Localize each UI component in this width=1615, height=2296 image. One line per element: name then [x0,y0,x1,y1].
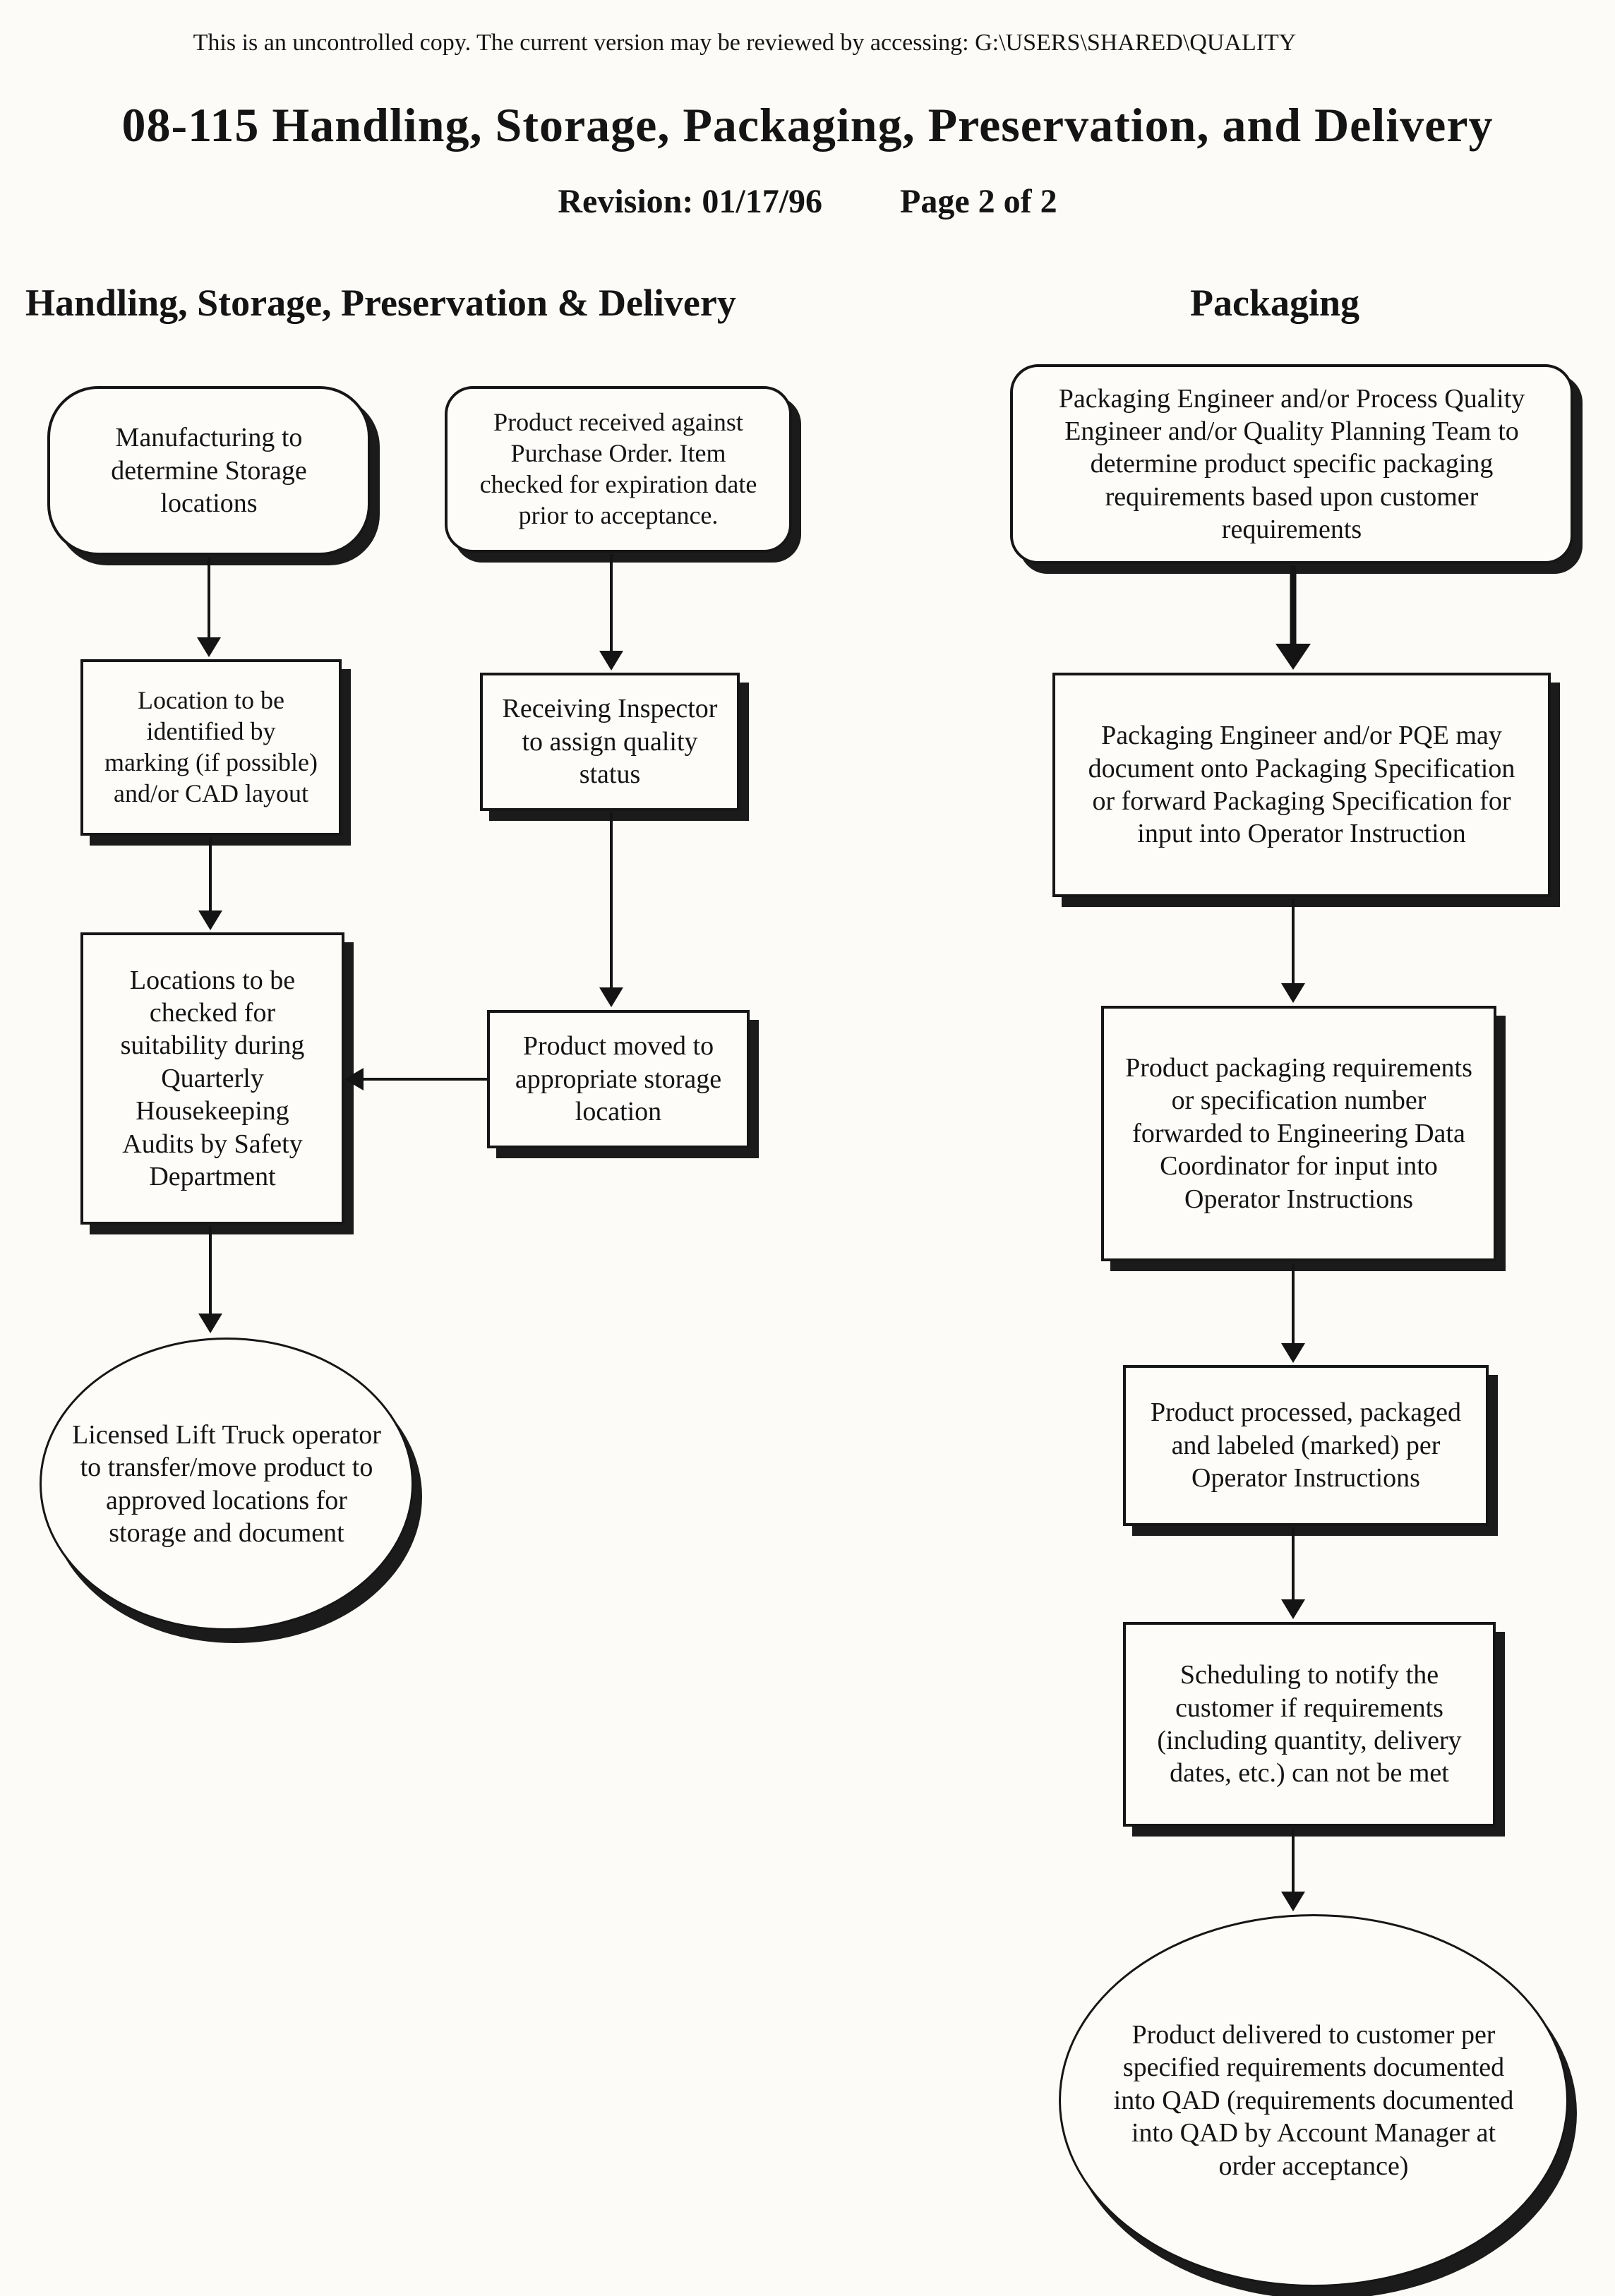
arrow-packaging-document-to-requirements-forwarded [1281,898,1305,1003]
arrow-locations-checked-to-lift-truck [198,1226,222,1333]
flow-node-location-identified: Location to be identified by marking (if… [80,659,342,836]
arrow-receiving-inspector-to-product-moved [599,812,623,1007]
arrow-product-moved-to-locations-checked [344,1067,487,1091]
arrow-stem [209,1226,212,1315]
document-title: 08-115 Handling, Storage, Packaging, Pre… [121,98,1494,152]
arrow-down-icon [1275,644,1311,670]
flow-node-label: Packaging Engineer and/or PQE may docume… [1088,721,1515,849]
arrow-stem [1292,1828,1295,1893]
flow-node-label: Product delivered to customer per specif… [1113,2020,1514,2181]
flow-node-label: Scheduling to notify the customer if req… [1157,1660,1462,1789]
flow-node-product-received: Product received against Purchase Order.… [445,386,792,553]
arrow-packaging-determine-to-packaging-document [1275,565,1311,670]
flow-node-manufacturing: Manufacturing to determine Storage locat… [47,386,371,555]
arrow-stem [1292,1527,1295,1601]
flow-node-label: Product received against Purchase Order.… [479,408,757,529]
flow-node-label: Receiving Inspector to assign quality st… [502,694,718,790]
arrow-location-identified-to-locations-checked [198,837,222,930]
flow-node-label: Product moved to appropriate storage loc… [515,1031,722,1127]
arrow-down-icon [599,651,623,671]
arrow-stem [208,557,210,639]
flow-node-packaging-determine: Packaging Engineer and/or Process Qualit… [1010,364,1573,564]
arrow-stem [209,837,212,912]
arrow-stem [1292,898,1295,985]
flow-node-label: Manufacturing to determine Storage locat… [111,423,307,519]
arrow-down-icon [198,1314,222,1333]
uncontrolled-copy-notice: This is an uncontrolled copy. The curren… [193,30,1297,56]
arrow-down-icon [599,987,623,1007]
arrow-down-icon [1281,1343,1305,1363]
arrow-stem [1292,1263,1295,1345]
arrow-down-icon [197,637,221,657]
flow-node-product-delivered: Product delivered to customer per specif… [1059,1914,1568,2287]
flow-node-label: Product processed, packaged and labeled … [1150,1398,1461,1493]
flow-node-packaging-requirements-forwarded: Product packaging requirements or specif… [1101,1006,1496,1261]
flow-node-receiving-inspector: Receiving Inspector to assign quality st… [480,673,740,811]
flow-node-locations-checked: Locations to be checked for suitability … [80,932,344,1225]
arrow-stem [361,1078,487,1081]
revision-label: Revision: 01/17/96 [558,183,823,220]
flow-node-label: Locations to be checked for suitability … [120,965,305,1191]
flow-node-lift-truck-operator: Licensed Lift Truck operator to transfer… [40,1338,414,1630]
arrow-stem [610,812,613,989]
flow-node-label: Location to be identified by marking (if… [104,686,318,807]
arrow-stem [610,554,613,652]
arrow-requirements-forwarded-to-product-processed [1281,1263,1305,1363]
arrow-stem [1290,565,1297,646]
flow-node-product-processed: Product processed, packaged and labeled … [1123,1365,1489,1526]
section-heading-handling: Handling, Storage, Preservation & Delive… [25,282,736,324]
flow-node-label: Packaging Engineer and/or Process Qualit… [1058,383,1525,545]
arrow-scheduling-to-product-delivered [1281,1828,1305,1911]
flow-node-label: Product packaging requirements or specif… [1125,1053,1472,1214]
flow-node-product-moved: Product moved to appropriate storage loc… [487,1010,750,1148]
revision-line: Revision: 01/17/96 Page 2 of 2 [0,182,1615,221]
arrow-down-icon [198,910,222,930]
flow-node-packaging-document: Packaging Engineer and/or PQE may docume… [1052,673,1551,897]
arrow-down-icon [1281,1892,1305,1911]
flow-node-label: Licensed Lift Truck operator to transfer… [72,1419,381,1548]
arrow-manufacturing-to-location-identified [197,557,221,657]
flow-node-scheduling-notify: Scheduling to notify the customer if req… [1123,1622,1496,1827]
arrow-down-icon [1281,983,1305,1003]
section-heading-packaging: Packaging [1189,282,1360,324]
page-number: Page 2 of 2 [900,183,1057,220]
arrow-product-processed-to-scheduling [1281,1527,1305,1619]
arrow-down-icon [1281,1599,1305,1619]
arrow-product-received-to-receiving-inspector [599,554,623,671]
arrow-left-icon [344,1068,364,1090]
